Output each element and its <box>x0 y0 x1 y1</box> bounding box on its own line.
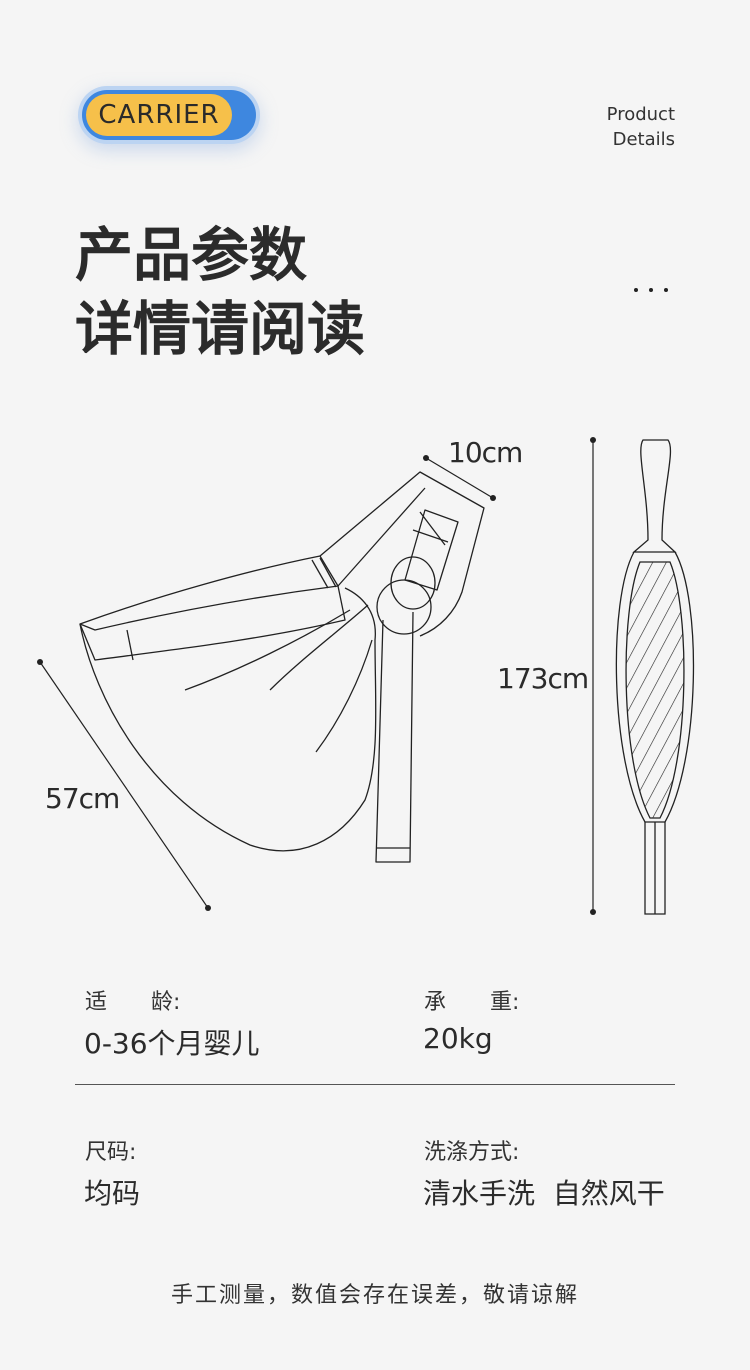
carrier-badge: CARRIER <box>78 86 260 144</box>
age-value: 0-36个月婴儿 <box>84 1027 260 1060</box>
carrier-diagram <box>37 437 695 915</box>
product-details-line2: Details <box>612 129 675 150</box>
measurement-disclaimer: 手工测量，数值会存在误差，敬请谅解 <box>170 1283 579 1308</box>
size-label: 尺码: <box>85 1140 137 1165</box>
dimension-endpoints <box>37 437 596 915</box>
ellipsis-icon <box>634 288 668 292</box>
load-value: 20kg <box>423 1022 493 1055</box>
page-title: 产品参数 详情请阅读 <box>75 218 365 366</box>
load-label: 承 重: <box>424 990 520 1015</box>
wash-label: 洗涤方式: <box>424 1140 520 1165</box>
product-details-line1: Product <box>606 104 675 125</box>
product-details-caption: Product Details <box>607 102 675 152</box>
badge-toggle-track: CARRIER <box>82 90 256 140</box>
size-value: 均码 <box>84 1177 141 1210</box>
sling-drawing <box>79 471 485 863</box>
length-dimension-label: 57cm <box>45 782 120 815</box>
width-dimension-label: 10cm <box>448 436 523 469</box>
wash-value: 清水手洗 自然风干 <box>423 1177 665 1210</box>
dimension-lines <box>39 440 594 912</box>
title-line1: 产品参数 <box>75 221 308 289</box>
side-view-drawing <box>615 439 695 915</box>
badge-label: CARRIER <box>86 94 232 136</box>
spec-divider <box>75 1084 675 1085</box>
height-dimension-label: 173cm <box>497 662 589 695</box>
age-label: 适 龄: <box>85 990 181 1015</box>
title-line2: 详情请阅读 <box>75 295 366 363</box>
